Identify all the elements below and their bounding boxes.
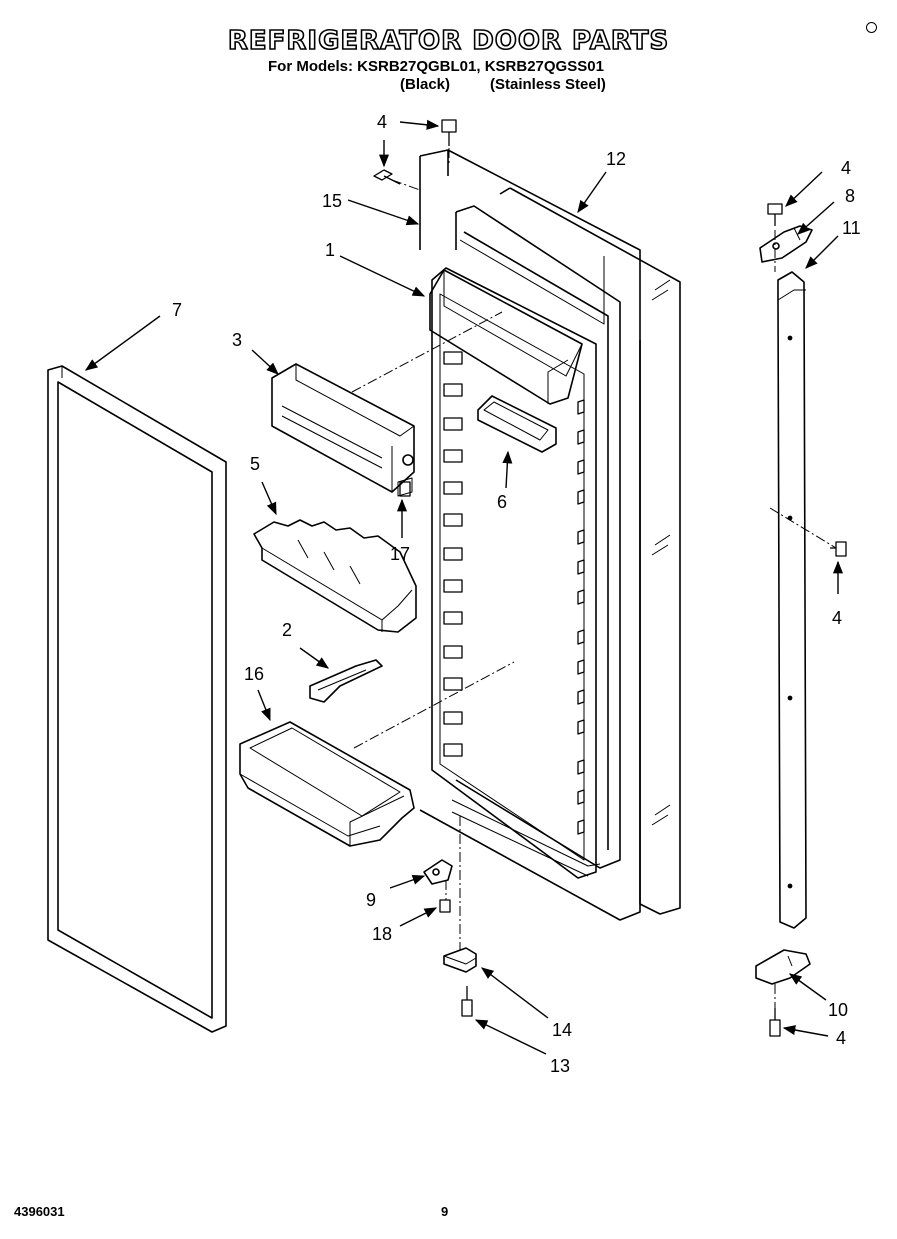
callout-3: 3 — [232, 330, 242, 350]
callout-6: 6 — [497, 492, 507, 512]
page-title: REFRIGERATOR DOOR PARTS — [227, 25, 670, 57]
callout-16: 16 — [244, 664, 264, 684]
screw-part-17 — [399, 481, 411, 497]
document-code: 4396031 — [14, 1204, 65, 1219]
callout-7: 7 — [172, 300, 182, 320]
screw-part-4-handle — [830, 541, 847, 557]
door-gasket-part-7 — [47, 365, 227, 1033]
registration-mark-icon — [866, 22, 877, 33]
bottom-hinge-part-10 — [755, 949, 811, 985]
screw-part-4-hinge — [767, 203, 783, 226]
page-number: 9 — [441, 1204, 449, 1219]
dairy-compartment-part-3 — [271, 363, 415, 497]
callout-17: 17 — [390, 544, 410, 564]
callout-4-top: 4 — [377, 112, 387, 132]
door-bin-part-16 — [239, 721, 415, 847]
outer-door-panel-part-12 — [499, 187, 681, 915]
inner-door-liner-part-1 — [429, 205, 621, 879]
door-frame-part-15 — [419, 149, 641, 921]
screw-part-4-bottom — [769, 1008, 781, 1037]
callout-4-bottom: 4 — [836, 1028, 846, 1048]
top-hinge-part-8 — [759, 225, 813, 263]
callout-15: 15 — [322, 191, 342, 211]
callout-10: 10 — [828, 1000, 848, 1020]
screw-part-18 — [439, 899, 451, 913]
callout-5: 5 — [250, 454, 260, 474]
callout-18: 18 — [372, 924, 392, 944]
small-tray-part-6 — [477, 395, 557, 453]
door-handle-part-11 — [777, 271, 807, 929]
models-line: For Models: KSRB27QGBL01, KSRB27QGSS01 — [268, 58, 604, 75]
callout-14: 14 — [552, 1020, 572, 1040]
callout-1: 1 — [325, 240, 335, 260]
callout-4-hinge: 4 — [841, 158, 851, 178]
callout-8: 8 — [845, 186, 855, 206]
variant-black: (Black) — [400, 76, 451, 93]
callout-13: 13 — [550, 1056, 570, 1076]
variant-stainless: (Stainless Steel) — [490, 76, 606, 93]
callout-4-handle: 4 — [832, 608, 842, 628]
callout-9: 9 — [366, 890, 376, 910]
clip-part-2 — [309, 659, 383, 703]
hinge-bushing-part-9 — [423, 859, 453, 885]
callout-12: 12 — [606, 149, 626, 169]
screw-part-4-top — [441, 119, 457, 146]
screw-part-13 — [461, 986, 473, 1017]
callout-11: 11 — [842, 218, 861, 238]
egg-bin-part-5 — [253, 519, 417, 633]
bottom-hinge-part-14 — [443, 947, 477, 973]
callout-2: 2 — [282, 620, 292, 640]
